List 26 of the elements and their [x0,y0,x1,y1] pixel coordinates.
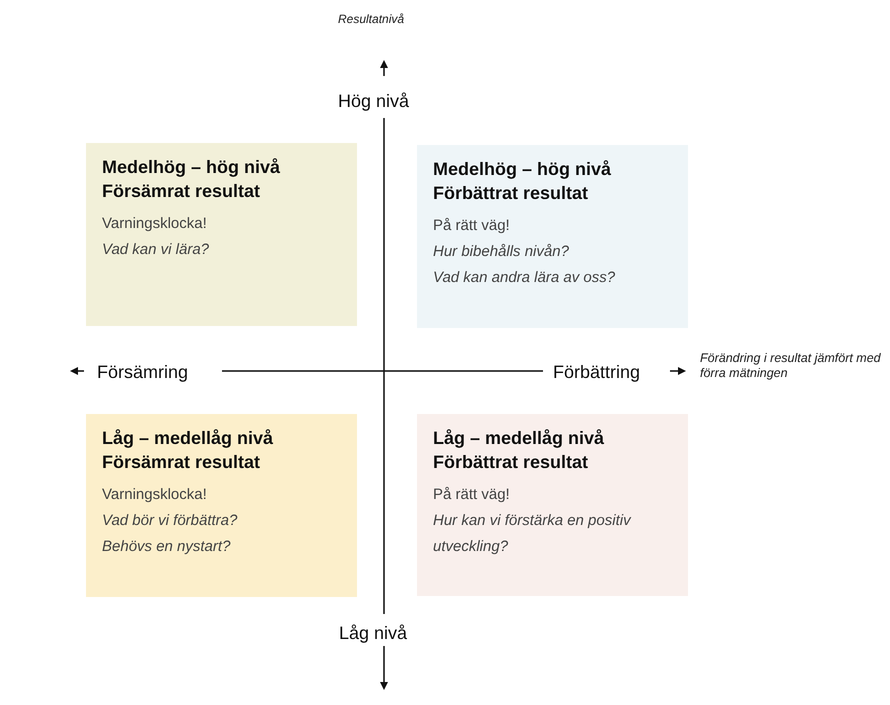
axis-end-label: Försämring [97,361,188,384]
quadrant-note: Varningsklocka! [102,214,208,234]
quadrant-note: På rätt väg! [433,216,511,236]
axis-end-label: Hög nivå [338,90,410,113]
axis-title: Förändring i resultat jämfört med förra mätningen [700,351,882,381]
quadrant-heading: Försämrat resultat [102,451,262,474]
quadrant-note: Varningsklocka! [102,485,208,505]
quadrant-question: Vad kan vi lära? [102,240,210,260]
quadrant-box [86,414,357,597]
quadrant-heading: Låg – medellåg nivå [102,427,274,450]
quadrant-heading: Medelhög – hög nivå [102,156,282,179]
quadrant-note: På rätt väg! [433,485,511,505]
quadrant-heading: Förbättrat resultat [433,451,590,474]
quadrant-box [86,143,357,326]
quadrant-question: Vad bör vi förbättra? [102,511,238,531]
quadrant-question: Hur bibehålls nivån? [433,242,570,262]
axis-title: Resultatnivå [338,11,404,28]
quadrant-question: Vad kan andra lära av oss? [433,268,616,288]
quadrant-heading: Låg – medellåg nivå [433,427,606,450]
quadrant-question: Behövs en nystart? [102,537,232,557]
axis-end-label: Förbättring [553,361,640,384]
quadrant-question: Hur kan vi förstärka en positiv utveckling? [433,511,632,557]
quadrant-heading: Medelhög – hög nivå [433,158,612,181]
axis-end-label: Låg nivå [339,622,408,645]
quadrant-heading: Förbättrat resultat [433,182,590,205]
quadrant-heading: Försämrat resultat [102,180,262,203]
